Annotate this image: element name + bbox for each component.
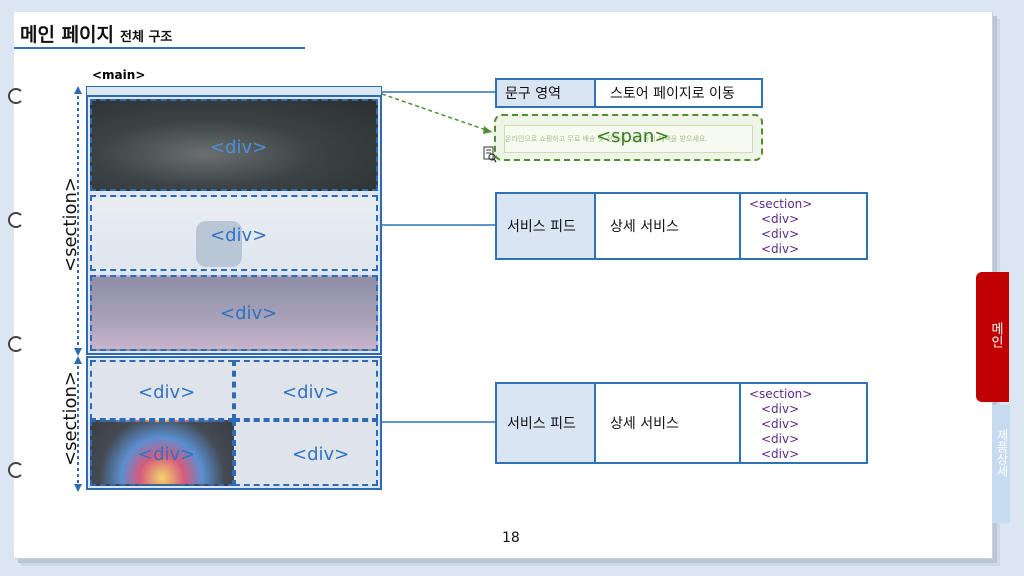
tab-product-label: 제품상세 [995,429,1009,477]
title-underline [14,47,305,49]
tab-main[interactable]: 메인 [976,272,1009,402]
airpods-card[interactable]: <div> [234,420,378,486]
span-label: <span> [596,126,670,147]
event-card[interactable]: <div> [90,420,234,486]
div-label: <div> [210,137,268,158]
product-card-2[interactable]: <div> [234,360,378,420]
table-label: 문구 영역 [497,80,596,106]
page-title: 메인 페이지 전체 구조 [20,20,172,47]
code-line: <div> [761,242,800,256]
code-line: <div> [761,402,800,416]
code-line: <div> [761,447,800,461]
code-snippet: <section> <div> <div> <div> <div> [743,384,866,465]
table-label: 서비스 피드 [497,194,596,258]
div-label: <div> [282,382,340,403]
text-area-table: 문구 영역 스토어 페이지로 이동 [495,78,763,108]
table-value: 상세 서비스 [596,384,741,462]
table-value: 스토어 페이지로 이동 [610,86,735,102]
phone-image [196,221,242,267]
code-line: <div> [761,227,800,241]
service-feed-table-2: 서비스 피드 상세 서비스 <section> <div> <div> <div… [495,382,868,464]
binder-ring-icon [8,88,24,104]
tab-product-detail[interactable]: 제품상세 [992,405,1010,523]
section-1: <div> <div> <div> [86,95,382,355]
code-line: <div> [761,212,800,226]
iphone-banner[interactable]: <div> [90,275,378,351]
connector-lines [381,91,496,423]
watch-card[interactable]: <div> [90,360,234,420]
table-value: 상세 서비스 [596,194,741,258]
hero-banner-image[interactable]: <div> [90,99,378,191]
div-label: <div> [138,444,196,465]
section-label-2: <section> [60,371,81,466]
code-line: <div> [761,432,800,446]
binder-ring-icon [8,336,24,352]
main-tag-label: <main> [92,68,146,82]
div-label: <div> [138,382,196,403]
promo-text-preview: 온라인으로 쇼핑하고 무료 배송 및 전문가 지원 등의 혜택을 받으세요. [504,125,753,153]
code-line: <section> [749,387,813,401]
iphone-pro-banner[interactable]: <div> [90,195,378,271]
code-line: <div> [761,417,800,431]
section-label-1: <section> [60,177,81,272]
binder-ring-icon [8,462,24,478]
page-number: 18 [502,530,520,546]
span-highlight-box: 온라인으로 쇼핑하고 무료 배송 및 전문가 지원 등의 혜택을 받으세요. <… [494,114,763,161]
div-label: <div> [210,225,268,246]
code-snippet: <section> <div> <div> <div> [743,194,866,260]
page-subtitle: 전체 구조 [120,30,173,45]
div-label: <div> [292,444,350,465]
service-feed-table-1: 서비스 피드 상세 서비스 <section> <div> <div> <div… [495,192,868,260]
table-label: 서비스 피드 [497,384,596,462]
tab-main-label: 메인 [988,322,1003,348]
binder-ring-icon [8,212,24,228]
code-line: <section> [749,197,813,211]
page-title-main: 메인 페이지 [20,24,115,46]
cursor-icon [483,146,497,163]
section-2: <div> <div> <div> <div> [86,356,382,490]
section-range-arrows [74,86,82,492]
div-label: <div> [220,303,278,324]
